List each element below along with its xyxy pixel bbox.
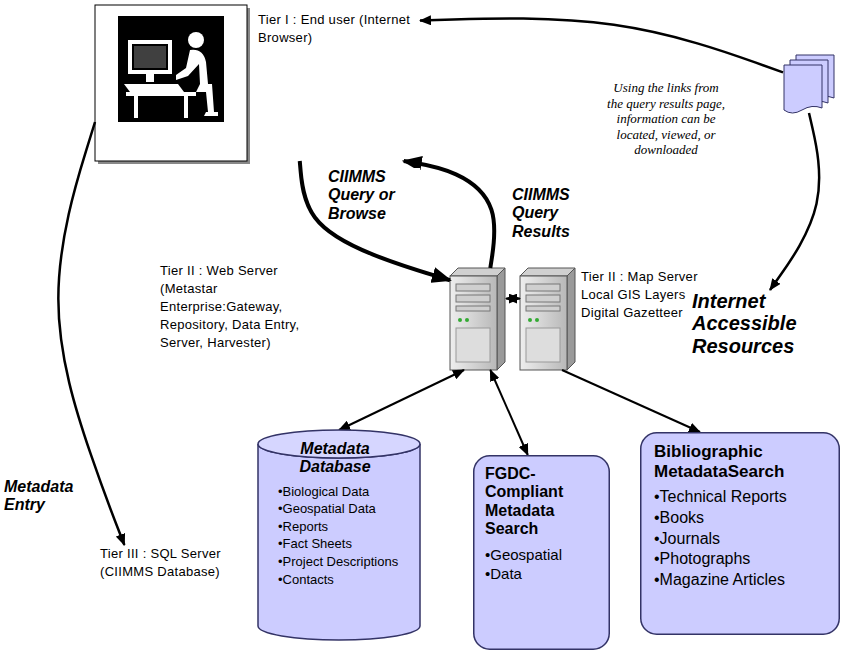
end-user-node: Tier I : End user (Internet Browser) [95,5,420,161]
list-item: •Journals [654,529,832,550]
end-user-picture [95,5,250,164]
list-item: •Geospatial [485,545,602,565]
box-heading: Metadata Database [278,440,412,483]
resources-node: Internet Accessible Resources [692,290,822,360]
sql-server-node: Tier III : SQL Server (CIIMMS Database) [100,545,222,601]
box-heading: FGDC-Compliant Metadata Search [485,465,602,545]
node-label: Tier III : SQL Server (CIIMMS Database) [100,545,222,581]
connector-arrow [506,298,520,300]
list-item: •Fact Sheets [278,535,412,553]
list-item: •Reports [278,518,412,536]
map-server-node: Tier II : Map Server Local GIS Layers Di… [520,268,576,370]
list-item: •Biological Data [278,483,412,501]
edge-label: Metadata Entry [4,478,84,515]
list-item: •Geospatial Data [278,500,412,518]
list-item: •Magazine Articles [654,570,832,591]
list-item: •Data [485,564,602,584]
list-item: •Contacts [278,571,412,589]
connector-arrow [490,370,527,455]
connector-arrow [339,370,464,430]
web-server-icon [450,268,505,370]
web-server-node: Tier II : Web Server (Metastar Enterpris… [450,268,506,370]
connector-arrow [562,370,700,432]
bibliographic-search-box: Bibliographic MetadataSearch•Technical R… [640,432,840,635]
list-item: •Project Descriptions [278,553,412,571]
node-label: Tier I : End user (Internet Browser) [258,11,416,47]
box-heading: Bibliographic MetadataSearch [654,442,832,487]
fgdc-search-box: FGDC-Compliant Metadata Search•Geospatia… [473,455,610,650]
list-item: •Technical Reports [654,487,832,508]
list-item: •Photographs [654,549,832,570]
node-label: Internet Accessible Resources [692,290,822,357]
node-label: Tier II : Web Server (Metastar Enterpris… [160,262,336,352]
node-label: Using the links from the query results p… [607,80,725,158]
documents-icon [784,55,834,113]
edge-label: CIIMMS Query Results [512,186,594,241]
connector-arrow [770,113,819,290]
connector-arrow [300,161,450,280]
documents-node: Using the links from the query results p… [783,55,835,113]
edge-label: CIIMMS Query or Browse [328,168,420,223]
connector-arrow [420,18,783,72]
list-item: •Books [654,508,832,529]
database-cylinder: Metadata Database•Biological Data•Geospa… [258,430,420,640]
map-server-icon [520,268,575,370]
